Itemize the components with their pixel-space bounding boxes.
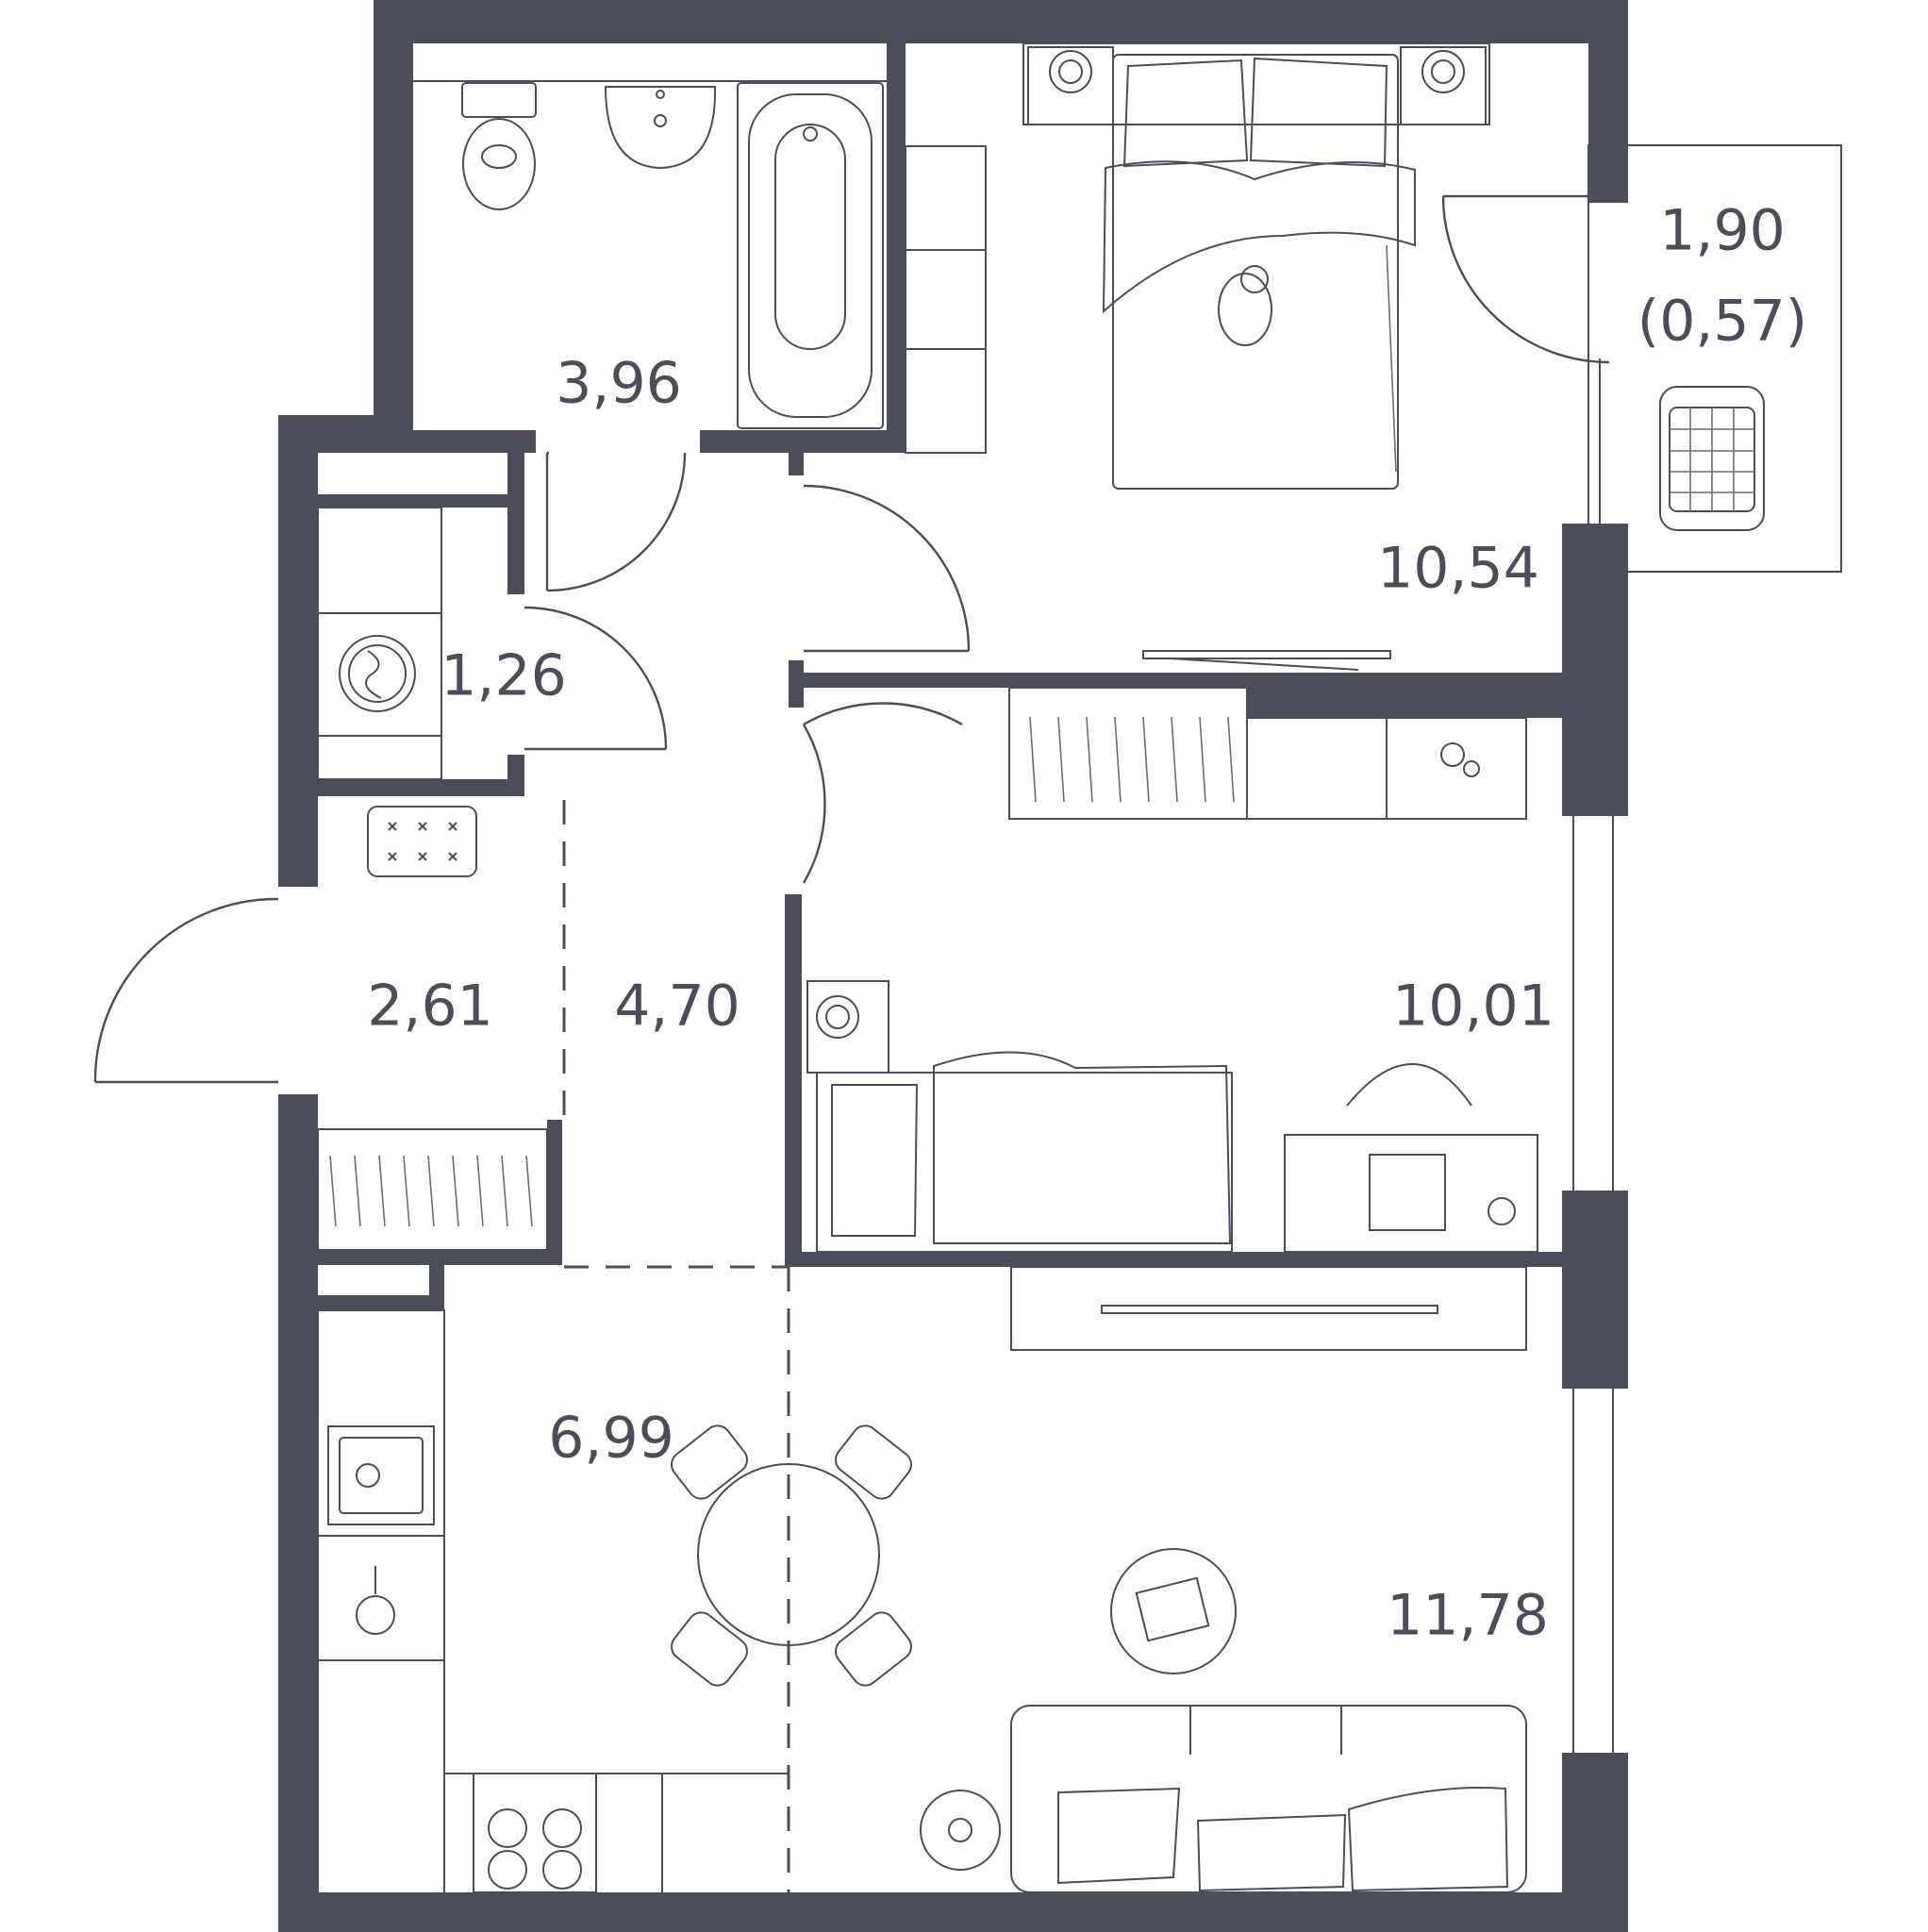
- area-entrance: 2,61: [367, 974, 493, 1040]
- balcony: [1587, 144, 1842, 573]
- area-bathroom: 3,96: [556, 351, 682, 417]
- desk-icon: [1284, 1063, 1538, 1253]
- faucet-icon: [356, 1566, 395, 1635]
- dining-table-icon: [671, 1424, 912, 1687]
- area-bedroom-2: 10,01: [1392, 974, 1554, 1040]
- plant-icon: [1440, 742, 1480, 777]
- living-room-fixtures: [920, 1266, 1614, 1893]
- laundry-door: [524, 606, 668, 750]
- wall-hall-stub-1: [789, 453, 804, 475]
- laundry-fixtures: [317, 507, 668, 780]
- nightstand-left: [1027, 46, 1114, 125]
- wall-left-b: [278, 1094, 318, 1932]
- tv-icon: [1142, 650, 1391, 671]
- washing-machine-icon: [339, 635, 416, 712]
- area-labels: 3,96 10,54 1,90 (0,57) 1,26 2,61 4,70 10…: [367, 198, 1807, 1649]
- wall-bath-bedroom: [887, 43, 906, 453]
- bathtub-icon: [737, 82, 884, 429]
- wall-bed2-cabinet: [1247, 673, 1562, 718]
- wall-laundry-right: [507, 453, 524, 594]
- area-balcony-reduced: (0,57): [1637, 289, 1807, 355]
- balcony-door: [1441, 195, 1610, 364]
- bedroom-2-wardrobe: [1008, 687, 1248, 820]
- area-balcony: 1,90: [1659, 198, 1786, 264]
- balcony-chair-icon: [1659, 386, 1765, 531]
- wall-right-upper: [1588, 0, 1628, 203]
- kitchen-sink-icon: [327, 1425, 435, 1525]
- bedside-table: [806, 980, 889, 1074]
- stove-icon: [473, 1773, 597, 1893]
- wall-laundry-bottom: [318, 779, 524, 796]
- sink-icon: [604, 86, 717, 170]
- bedroom-2-fixtures: [802, 687, 1614, 1253]
- wall-laundry-shelf: [318, 494, 507, 508]
- sofa-icon: [1010, 1705, 1527, 1893]
- area-laundry: 1,26: [440, 643, 567, 709]
- area-bedroom: 10,54: [1377, 536, 1539, 602]
- cat-icon: [1218, 265, 1272, 346]
- wall-right-mid2: [1562, 1191, 1628, 1389]
- nightstand-right: [1400, 46, 1487, 125]
- entrance-door: [93, 897, 279, 1083]
- wall-top: [374, 0, 1628, 43]
- wall-bed2-living: [785, 1252, 1562, 1267]
- double-bed-icon: [1022, 42, 1490, 490]
- wall-bottom: [278, 1892, 1628, 1932]
- entrance-wardrobe: [317, 1128, 548, 1251]
- coffee-table-icon: [1110, 1548, 1237, 1674]
- area-kitchen: 6,99: [548, 1406, 674, 1472]
- kitchen-fixtures: [317, 1267, 912, 1896]
- wall-balcony-stub: [1562, 524, 1588, 580]
- wall-laundry-right-low: [507, 755, 524, 796]
- bedroom-2-door: [802, 724, 826, 884]
- wall-left-a: [278, 415, 318, 887]
- wall-closet-bottom: [318, 1250, 562, 1265]
- entrance-fixtures: [93, 800, 789, 1269]
- area-hallway: 4,70: [614, 974, 740, 1040]
- wall-closet-right: [547, 1120, 562, 1265]
- wall-bath-bottom-left: [413, 430, 536, 453]
- tv-unit-icon: [1010, 1266, 1527, 1351]
- wall-bath-left: [374, 0, 413, 415]
- toilet-icon: [461, 82, 537, 210]
- wall-bath-bottom-right: [700, 430, 906, 453]
- single-bed-icon: [816, 1051, 1233, 1253]
- area-living-room: 11,78: [1387, 1583, 1549, 1649]
- wall-bed2-left: [785, 894, 802, 1267]
- pouf-icon: [920, 1790, 1001, 1871]
- wall-kitchen-niche-b: [318, 1295, 444, 1310]
- bedroom-door: [803, 484, 971, 652]
- bathroom-fixtures: [413, 80, 887, 592]
- bedroom-fixtures: [803, 42, 1610, 671]
